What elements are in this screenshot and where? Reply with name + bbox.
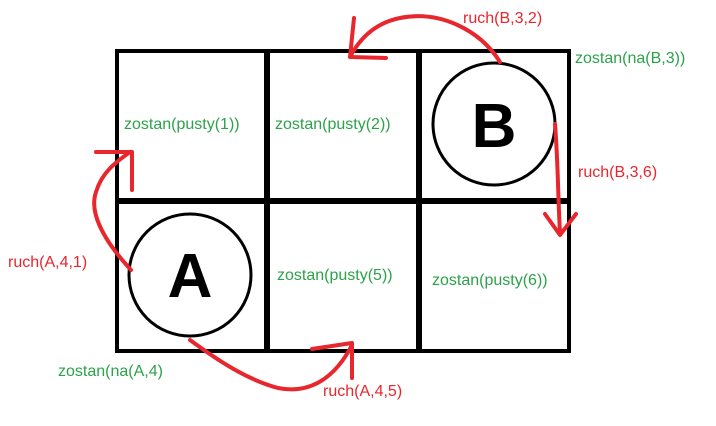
- token-a: A: [127, 212, 253, 338]
- cell-5-state-label: zostan(pusty(5)): [277, 267, 393, 284]
- arrow-a-4-5-head: [310, 341, 354, 380]
- arrow-b-3-6-head: [543, 212, 578, 237]
- arrow-b-3-2-head: [348, 16, 388, 60]
- token-b: B: [431, 61, 557, 187]
- move-b-3-6-label: ruch(B,3,6): [578, 164, 658, 181]
- token-a-circle: [127, 212, 253, 338]
- arrow-b-3-2: [348, 14, 502, 64]
- move-b-3-2-label: ruch(B,3,2): [463, 10, 543, 27]
- token-a-label: A: [168, 242, 213, 311]
- arrow-a-4-5: [188, 338, 354, 392]
- move-a-4-5-label: ruch(A,4,5): [323, 383, 403, 400]
- grid: [115, 49, 571, 353]
- token-b-label: B: [472, 92, 517, 161]
- arrow-a-4-1: [92, 150, 133, 272]
- move-a-4-1-label: ruch(A,4,1): [8, 254, 88, 271]
- arrow-b-3-6: [553, 122, 562, 234]
- cell-6-state-label: zostan(pusty(6)): [432, 272, 548, 289]
- cell-2-state-label: zostan(pusty(2)): [275, 116, 391, 133]
- arrow-a-4-1-head: [94, 150, 134, 192]
- cell-4-state-label: zostan(na(A,4): [58, 363, 163, 380]
- cell-1-state-label: zostan(pusty(1)): [124, 116, 240, 133]
- cell-3-state-label: zostan(na(B,3)): [575, 50, 686, 67]
- move-arrows: [92, 14, 578, 392]
